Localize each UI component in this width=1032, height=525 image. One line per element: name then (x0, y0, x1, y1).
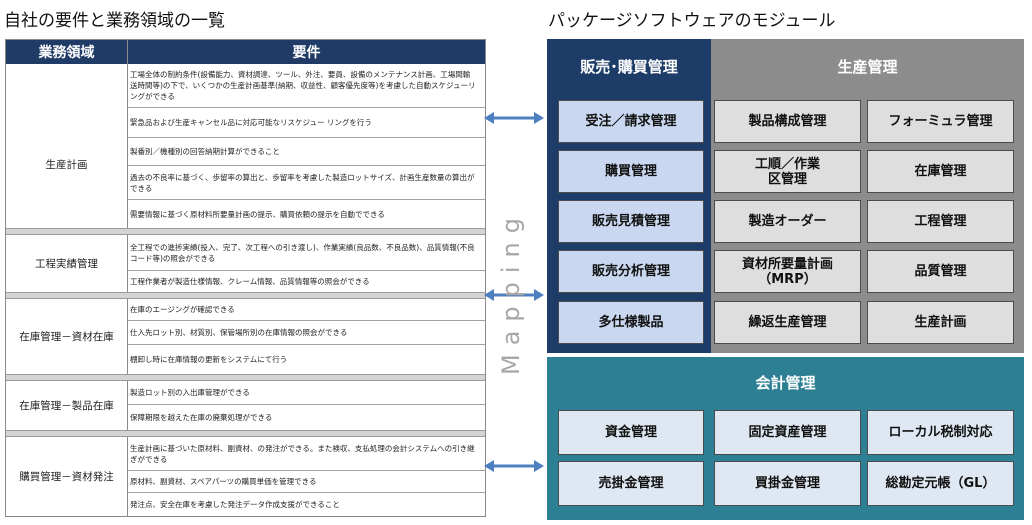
sales-purchasing-panel: 販売･購買管理 (547, 39, 711, 353)
requirement-row: 全工程での進捗実績(投入、完了、次工程への引き渡し)、作業実績(良品数、不良品数… (128, 235, 485, 271)
module-box: 品質管理 (867, 250, 1014, 293)
module-box: 買掛金管理 (714, 461, 861, 506)
module-box: 工順／作業区管理 (714, 150, 861, 193)
module-box: 資金管理 (558, 410, 704, 455)
requirement-row: 仕入先ロット別、材質別、保管場所別の在庫情報の照会ができる (128, 321, 485, 345)
column-header-area: 業務領域 (6, 40, 128, 64)
svg-text:Mapping: Mapping (497, 209, 525, 375)
area-cell: 生産計画 (6, 64, 128, 264)
requirements-table: 業務領域 要件 生産計画 工場全体の制約条件(設備能力、資材調達、ツール、外注、… (5, 39, 486, 517)
area-cell: 購買管理－資材発注 (6, 437, 128, 516)
column-header-requirements: 要件 (128, 40, 485, 64)
module-box: 多仕様製品 (558, 301, 704, 344)
double-arrow-icon (484, 289, 544, 301)
requirement-row: 工場全体の制約条件(設備能力、資材調達、ツール、外注、要員、設備のメンテナンス計… (128, 64, 485, 108)
group-separator (6, 228, 485, 235)
double-arrow-icon (484, 112, 544, 124)
module-box: 在庫管理 (867, 150, 1014, 193)
right-title: パッケージソフトウェアのモジュール (548, 11, 836, 31)
requirement-row: 工程作業者が製造仕様情報、クレーム情報、品質情報等の照会ができる (130, 277, 370, 286)
module-box: 製品構成管理 (714, 100, 861, 143)
module-box: 繰返生産管理 (714, 301, 861, 344)
module-box: 売掛金管理 (558, 461, 704, 506)
requirement-row: 製番別／機種別の回答納期計算ができること (128, 138, 485, 166)
area-cell: 工程実績管理 (6, 235, 128, 292)
left-title: 自社の要件と業務領域の一覧 (4, 11, 225, 31)
requirement-row: 棚卸し時に在庫情報の更新をシステムにて行う (130, 355, 288, 364)
requirement-row: 製造ロット別の入出庫管理ができる (128, 381, 485, 405)
module-box: ローカル税制対応 (867, 410, 1014, 455)
module-box: 固定資産管理 (714, 410, 861, 455)
double-arrow-icon (484, 460, 544, 472)
module-box: 受注／請求管理 (558, 100, 704, 143)
module-box: 生産計画 (867, 301, 1014, 344)
requirement-row: 生産計画に基づいた原材料、副資材、の発注ができる。また検収、支払処理の会計システ… (128, 437, 485, 471)
group-separator (6, 292, 485, 299)
module-box: 購買管理 (558, 150, 704, 193)
production-panel: 生産管理 (711, 39, 1024, 353)
requirement-row: 在庫のエージングが確認できる (128, 299, 485, 321)
panel-title: 販売･購買管理 (580, 57, 678, 76)
module-box: 工程管理 (867, 200, 1014, 243)
module-box: 販売分析管理 (558, 250, 704, 293)
requirement-row: 発注点、安全在庫を考慮した発注データ作成支援ができること (130, 500, 340, 509)
module-box: 製造オーダー (714, 200, 861, 243)
area-cell: 在庫管理－資材在庫 (6, 299, 128, 374)
module-box: 販売見積管理 (558, 200, 704, 243)
area-cell: 在庫管理－製品在庫 (6, 381, 128, 430)
mapping-label: Mapping (497, 209, 525, 375)
requirement-row: 過去の不良率に基づく、歩留率の算出と、歩留率を考慮した製造ロットサイズ、計画生産… (128, 166, 485, 200)
panel-title: 会計管理 (755, 373, 816, 392)
panel-title: 生産管理 (837, 57, 898, 76)
requirement-row: 原材料、副資材、スペアパーツの購買単価を管理できる (128, 471, 485, 493)
requirement-row: 保障期限を越えた在庫の廃棄処理ができる (130, 413, 273, 422)
group-separator (6, 430, 485, 437)
module-box: 資材所要量計画（MRP） (714, 250, 861, 293)
group-separator (6, 374, 485, 381)
module-box: フォーミュラ管理 (867, 100, 1014, 143)
requirement-row: 緊急品および生産キャンセル品に対応可能なリスケジュー リングを行う (128, 108, 485, 138)
requirement-row: 需要情報に基づく原材料所要量計画の提示、購買依頼の提示を自動でできる (130, 209, 385, 219)
module-box: 総勘定元帳（GL） (867, 461, 1014, 506)
